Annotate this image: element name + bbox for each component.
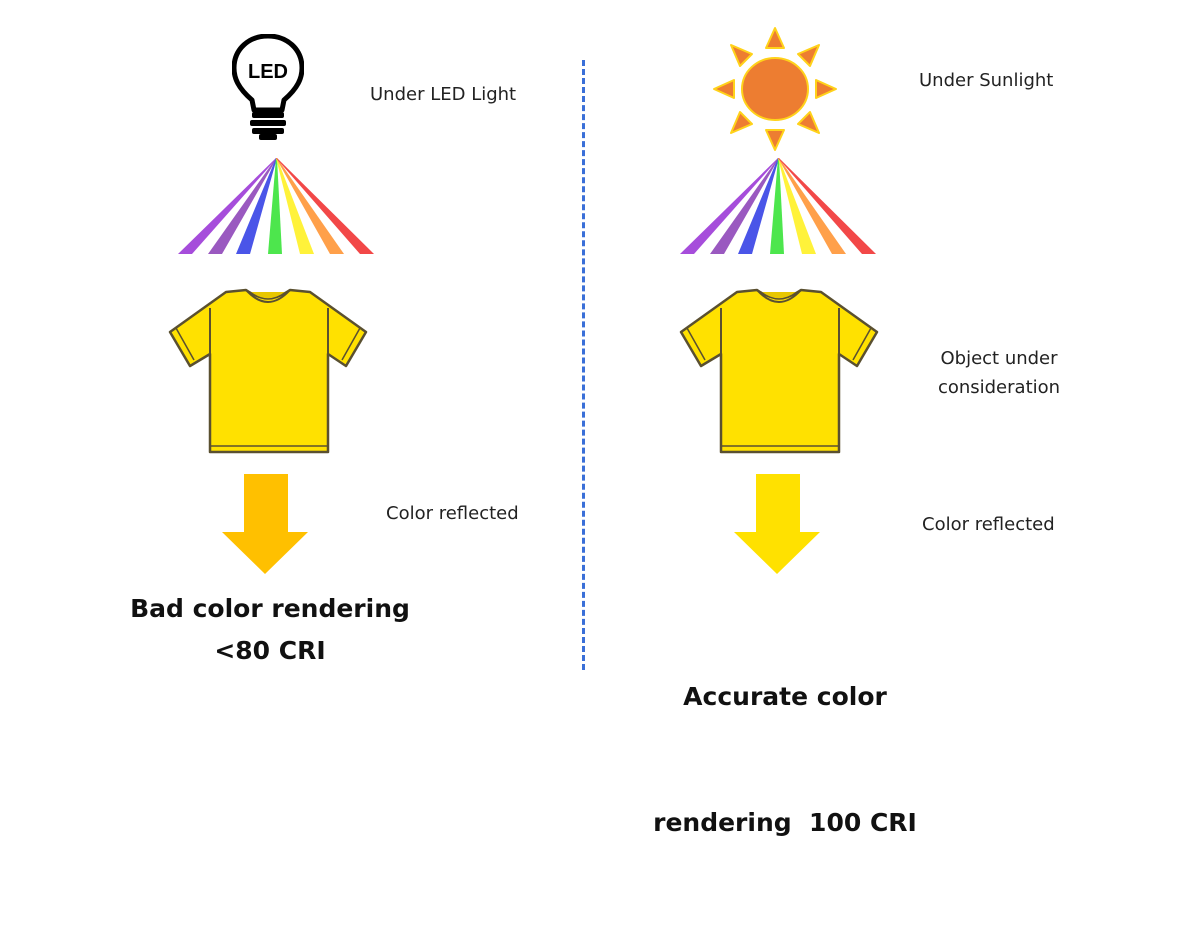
t-shirt-icon xyxy=(677,288,881,454)
light-spectrum-icon xyxy=(678,156,878,256)
object-label-line1: Object under xyxy=(940,348,1058,369)
object-label-line2: consideration xyxy=(937,377,1061,398)
arrow-down-icon xyxy=(220,474,310,576)
led-bulb-icon: LED xyxy=(232,34,304,142)
caption-accurate-rendering: Accurate color rendering 100 CRI xyxy=(630,592,940,928)
light-source-label: Under LED Light xyxy=(370,84,517,105)
dashed-divider xyxy=(582,60,585,670)
color-reflected-label: Color reflected xyxy=(922,514,1055,535)
caption-line2: rendering 100 CRI xyxy=(653,808,917,837)
caption-line1: Accurate color xyxy=(683,682,887,711)
color-reflected-label: Color reflected xyxy=(386,503,519,524)
light-spectrum-icon xyxy=(176,156,376,256)
svg-text:LED: LED xyxy=(248,61,288,83)
caption-line2: <80 CRI xyxy=(214,636,326,665)
t-shirt-icon xyxy=(166,288,370,454)
caption-bad-rendering: Bad color rendering <80 CRI xyxy=(120,588,420,672)
caption-line1: Bad color rendering xyxy=(130,594,410,623)
light-source-label: Under Sunlight xyxy=(919,70,1054,91)
object-label: Object under consideration xyxy=(926,344,1072,402)
arrow-down-icon xyxy=(732,474,822,576)
sun-icon xyxy=(710,24,840,154)
